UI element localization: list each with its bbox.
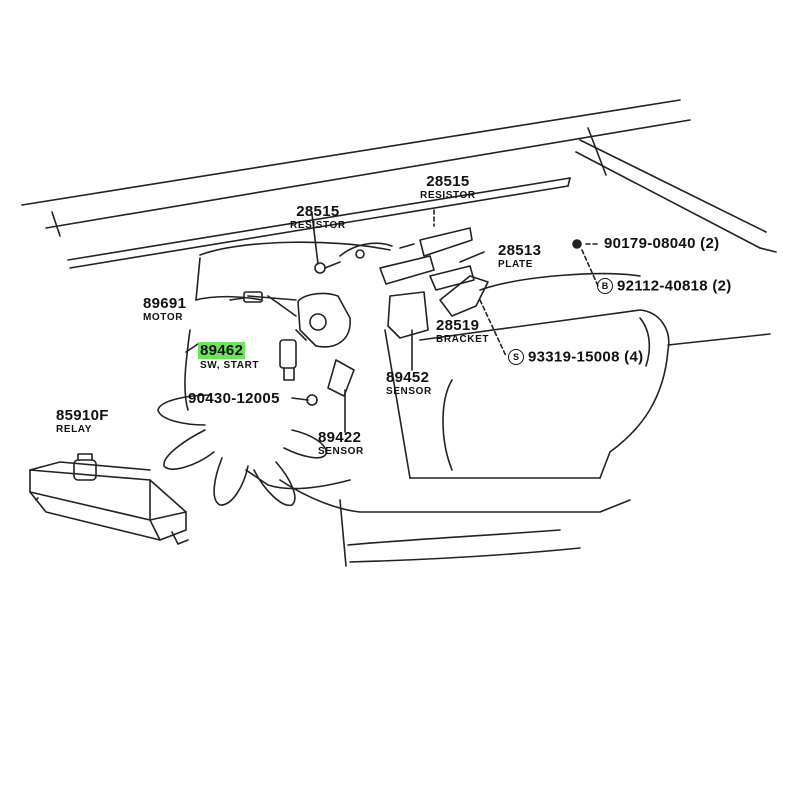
- circled-b-icon: B: [597, 278, 613, 294]
- part-number: 92112-40818 (2): [617, 277, 732, 295]
- part-number: 28515: [426, 173, 470, 190]
- part-number: 90179-08040 (2): [604, 235, 720, 252]
- part-number: 90430-12005: [188, 390, 280, 407]
- part-label-28515-left: 28515 RESISTOR: [290, 204, 346, 231]
- part-label-89452: 89452 SENSOR: [386, 370, 432, 397]
- leader-lines: [433, 209, 601, 357]
- part-number: 89452: [386, 369, 430, 386]
- circled-s-icon: S: [508, 349, 524, 365]
- highlighted-part-number: 89462: [198, 342, 246, 359]
- part-number: 85910F: [56, 407, 109, 424]
- resistor-plate-cluster: [314, 227, 489, 339]
- engine-block: [184, 241, 771, 567]
- part-label-89422: 89422 SENSOR: [318, 430, 364, 457]
- part-label-89462: 89462 SW, START: [180, 342, 260, 371]
- part-label-28513: 28513 PLATE: [498, 243, 541, 270]
- fan-blades: [157, 394, 327, 506]
- part-name: PLATE: [498, 259, 534, 270]
- leader-lines-solid: [185, 213, 485, 401]
- relay-box-shape: [29, 453, 189, 545]
- part-label-28519: 28519 BRACKET: [436, 318, 489, 345]
- part-name: BRACKET: [436, 334, 490, 345]
- part-number: 28519: [436, 317, 480, 334]
- part-number: 28515: [296, 203, 340, 220]
- part-name: MOTOR: [143, 312, 184, 323]
- part-label-28515-top: 28515 RESISTOR: [420, 174, 476, 201]
- part-label-90430: 90430-12005: [188, 391, 280, 406]
- switch-sensor-shapes: [279, 239, 582, 433]
- part-label-90179: 90179-08040 (2): [604, 236, 719, 252]
- part-number: 28513: [498, 242, 542, 259]
- part-name: SW, START: [200, 360, 260, 371]
- motor-shape: [243, 291, 351, 348]
- part-name: RELAY: [56, 424, 92, 435]
- hood-outline: [21, 99, 777, 269]
- part-name: SENSOR: [318, 446, 364, 457]
- part-name: SENSOR: [386, 386, 432, 397]
- part-number: 89422: [318, 429, 362, 446]
- part-number: 93319-15008 (4): [528, 348, 644, 366]
- part-number: 89691: [143, 295, 187, 312]
- part-name: RESISTOR: [420, 190, 476, 201]
- part-label-85910f: 85910F RELAY: [56, 408, 109, 435]
- part-name: RESISTOR: [290, 220, 346, 231]
- part-label-89691: 89691 MOTOR: [143, 296, 186, 323]
